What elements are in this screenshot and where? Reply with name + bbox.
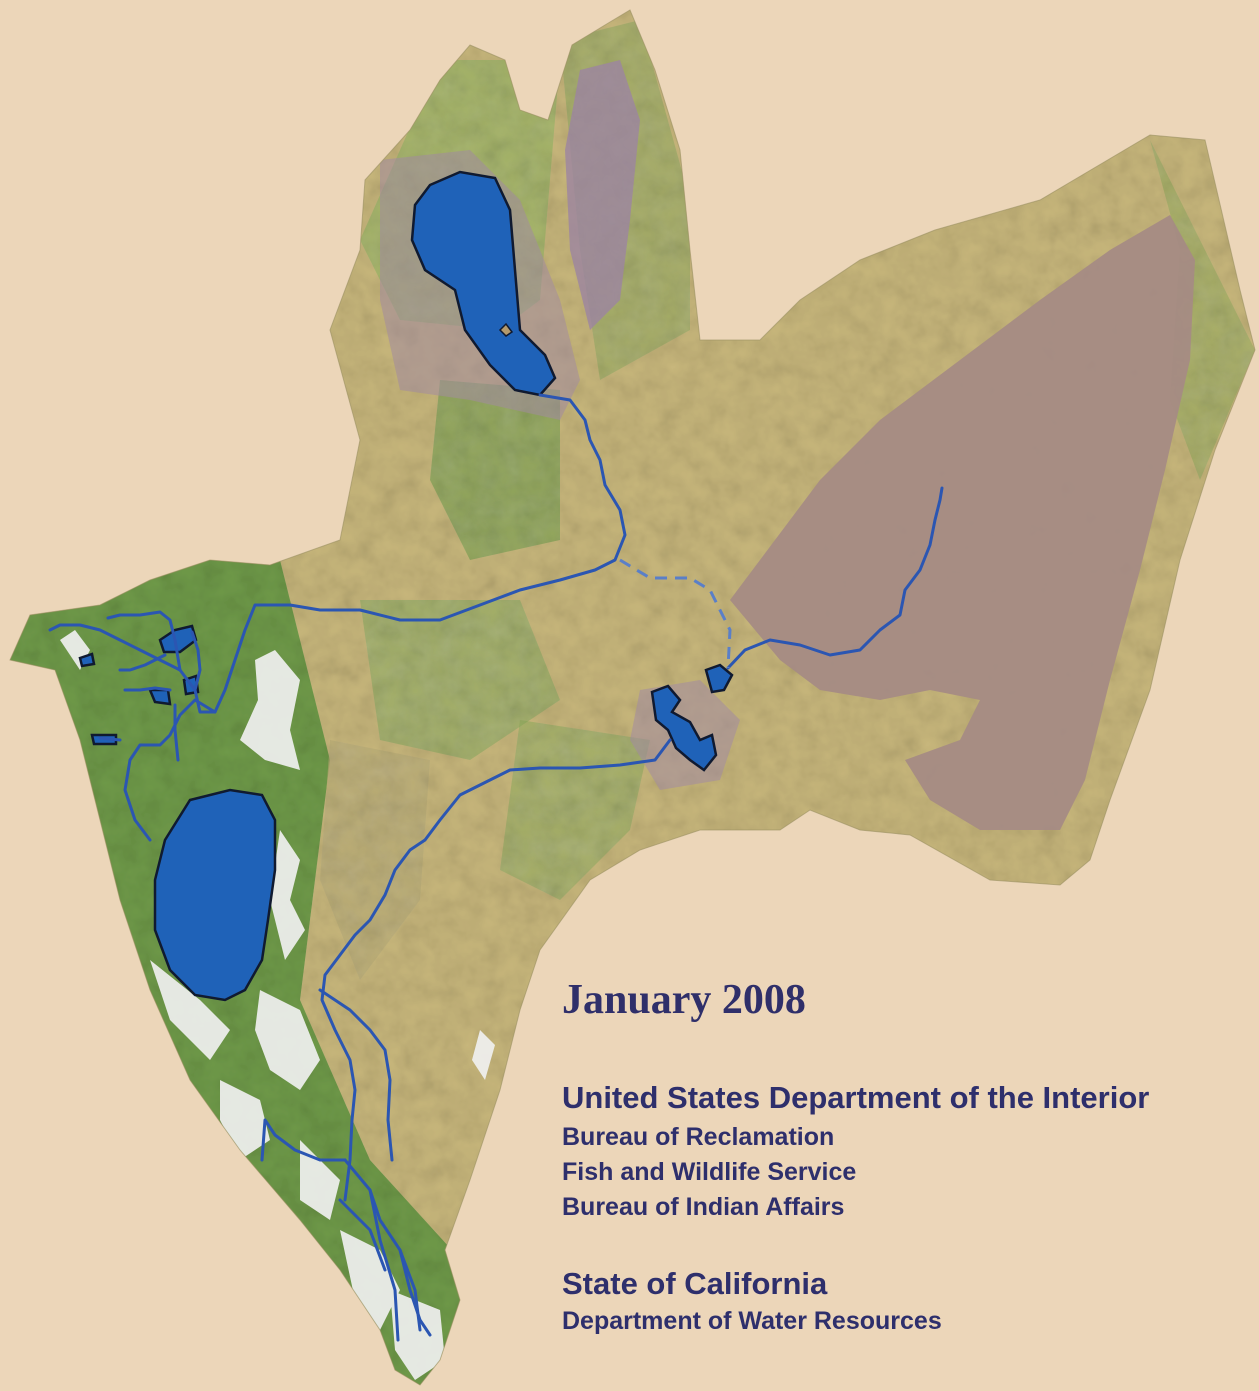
lake-tahoe	[153, 788, 277, 1002]
canal-dashed	[619, 558, 732, 669]
reservoir-east	[650, 684, 718, 772]
fish-wildlife-service: Fish and Wildlife Service	[562, 1158, 857, 1186]
state-name: State of California	[562, 1266, 828, 1301]
federal-department: United States Department of the Interior	[562, 1080, 1150, 1115]
bureau-reclamation: Bureau of Reclamation	[562, 1123, 835, 1151]
river-eastern	[726, 486, 944, 670]
state-department: Department of Water Resources	[562, 1307, 942, 1335]
lakes	[78, 170, 734, 1002]
cover-date: January 2008	[562, 977, 806, 1023]
bureau-indian-affairs: Bureau of Indian Affairs	[562, 1193, 845, 1221]
river-northern	[193, 393, 627, 714]
river-central	[320, 738, 672, 1202]
reservoir-east-2	[704, 663, 734, 694]
rivers	[48, 393, 944, 1342]
river-west-tributaries	[123, 698, 217, 842]
